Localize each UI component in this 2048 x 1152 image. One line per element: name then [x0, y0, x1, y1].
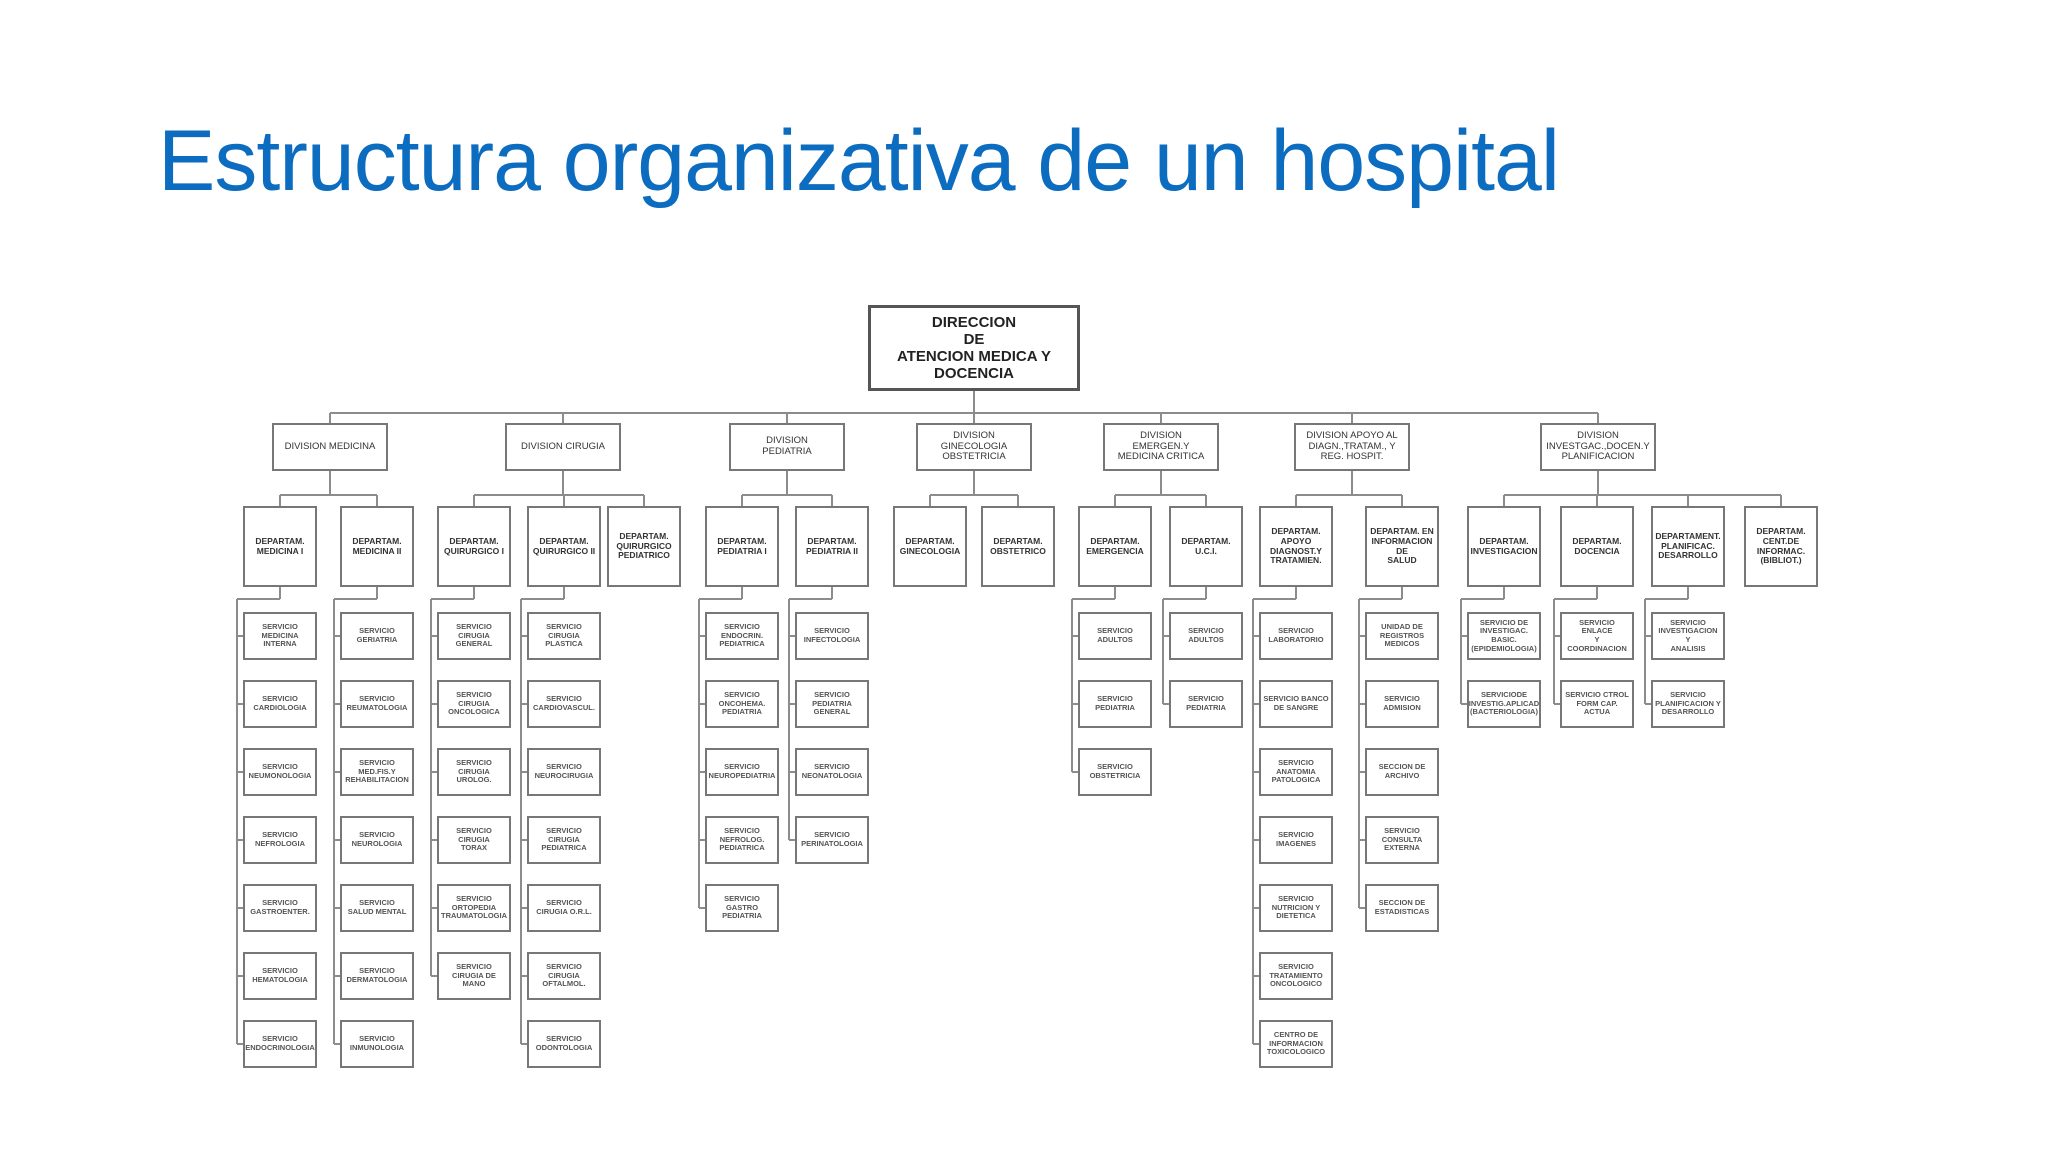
- service-box: SERVICIO MED.FIS.Y REHABILITACION: [340, 748, 414, 796]
- service-box: SERVICIO ORTOPEDIA TRAUMATOLOGIA: [437, 884, 511, 932]
- service-box: SERVICIO PERINATOLOGIA: [795, 816, 869, 864]
- service-box: SERVICIO CONSULTA EXTERNA: [1365, 816, 1439, 864]
- service-box: SERVICIO ADMISION: [1365, 680, 1439, 728]
- service-box: SERVICIO NEFROLOGIA: [243, 816, 317, 864]
- service-box: SERVICIO REUMATOLOGIA: [340, 680, 414, 728]
- service-box: SERVICIO GASTROENTER.: [243, 884, 317, 932]
- service-box: SERVICIO GASTRO PEDIATRIA: [705, 884, 779, 932]
- department-box: DEPARTAMENT. PLANIFICAC. DESARROLLO: [1651, 506, 1725, 587]
- department-box: DEPARTAM. QUIRURGICO PEDIATRICO: [607, 506, 681, 587]
- service-box: SERVICIO INVESTIGACION Y ANALISIS: [1651, 612, 1725, 660]
- service-box: CENTRO DE INFORMACION TOXICOLOGICO: [1259, 1020, 1333, 1068]
- department-box: DEPARTAM. PEDIATRIA II: [795, 506, 869, 587]
- service-box: SERVICIO NEONATOLOGIA: [795, 748, 869, 796]
- department-box: DEPARTAM. QUIRURGICO I: [437, 506, 511, 587]
- service-box: SERVICIO ENDOCRINOLOGIA: [243, 1020, 317, 1068]
- department-box: DEPARTAM. PEDIATRIA I: [705, 506, 779, 587]
- service-box: SERVICIO NEUROPEDIATRIA: [705, 748, 779, 796]
- service-box: SERVICIO CTROL FORM CAP. ACTUA: [1560, 680, 1634, 728]
- service-box: SERVICIO SALUD MENTAL: [340, 884, 414, 932]
- division-box: DIVISION EMERGEN.Y MEDICINA CRITICA: [1103, 423, 1219, 471]
- service-box: SERVICIO CIRUGIA O.R.L.: [527, 884, 601, 932]
- service-box: SERVICIODE INVESTIG.APLICAD (BACTERIOLOG…: [1467, 680, 1541, 728]
- department-box: DEPARTAM. MEDICINA II: [340, 506, 414, 587]
- service-box: SERVICIO GERIATRIA: [340, 612, 414, 660]
- slide-title: Estructura organizativa de un hospital: [158, 113, 1560, 209]
- service-box: SERVICIO LABORATORIO: [1259, 612, 1333, 660]
- department-box: DEPARTAM. EMERGENCIA: [1078, 506, 1152, 587]
- service-box: SERVICIO ONCOHEMA. PEDIATRIA: [705, 680, 779, 728]
- department-box: DEPARTAM. APOYO DIAGNOST.Y TRATAMIEN.: [1259, 506, 1333, 587]
- service-box: SERVICIO ENDOCRIN. PEDIATRICA: [705, 612, 779, 660]
- service-box: SERVICIO CIRUGIA UROLOG.: [437, 748, 511, 796]
- department-box: DEPARTAM. CENT.DE INFORMAC. (BIBLIOT.): [1744, 506, 1818, 587]
- service-box: SERVICIO NEUROCIRUGIA: [527, 748, 601, 796]
- service-box: SERVICIO OBSTETRICIA: [1078, 748, 1152, 796]
- department-box: DEPARTAM. MEDICINA I: [243, 506, 317, 587]
- department-box: DEPARTAM. EN INFORMACION DE SALUD: [1365, 506, 1439, 587]
- department-box: DEPARTAM. INVESTIGACION: [1467, 506, 1541, 587]
- service-box: SERVICIO INFECTOLOGIA: [795, 612, 869, 660]
- service-box: SERVICIO CIRUGIA OFTALMOL.: [527, 952, 601, 1000]
- service-box: SERVICIO HEMATOLOGIA: [243, 952, 317, 1000]
- service-box: SERVICIO PEDIATRIA GENERAL: [795, 680, 869, 728]
- division-box: DIVISION INVESTGAC.,DOCEN.Y PLANIFICACIO…: [1540, 423, 1656, 471]
- service-box: SERVICIO ADULTOS: [1078, 612, 1152, 660]
- service-box: SERVICIO CIRUGIA TORAX: [437, 816, 511, 864]
- service-box: SERVICIO ENLACE Y COORDINACION: [1560, 612, 1634, 660]
- service-box: SERVICIO ADULTOS: [1169, 612, 1243, 660]
- division-box: DIVISION APOYO AL DIAGN.,TRATAM., Y REG.…: [1294, 423, 1410, 471]
- service-box: SERVICIO MEDICINA INTERNA: [243, 612, 317, 660]
- service-box: SERVICIO BANCO DE SANGRE: [1259, 680, 1333, 728]
- service-box: SERVICIO TRATAMIENTO ONCOLOGICO: [1259, 952, 1333, 1000]
- service-box: SERVICIO CARDIOVASCUL.: [527, 680, 601, 728]
- service-box: SERVICIO ANATOMIA PATOLOGICA: [1259, 748, 1333, 796]
- service-box: SERVICIO PEDIATRIA: [1078, 680, 1152, 728]
- division-box: DIVISION MEDICINA: [272, 423, 388, 471]
- department-box: DEPARTAM. U.C.I.: [1169, 506, 1243, 587]
- service-box: SERVICIO CIRUGIA PEDIATRICA: [527, 816, 601, 864]
- service-box: SERVICIO IMAGENES: [1259, 816, 1333, 864]
- service-box: SERVICIO NEUMONOLOGIA: [243, 748, 317, 796]
- service-box: SERVICIO CIRUGIA ONCOLOGICA: [437, 680, 511, 728]
- service-box: SERVICIO ODONTOLOGIA: [527, 1020, 601, 1068]
- service-box: SERVICIO NUTRICION Y DIETETICA: [1259, 884, 1333, 932]
- division-box: DIVISION GINECOLOGIA OBSTETRICIA: [916, 423, 1032, 471]
- service-box: SERVICIO PLANIFICACION Y DESARROLLO: [1651, 680, 1725, 728]
- service-box: SERVICIO CARDIOLOGIA: [243, 680, 317, 728]
- division-box: DIVISION PEDIATRIA: [729, 423, 845, 471]
- department-box: DEPARTAM. OBSTETRICO: [981, 506, 1055, 587]
- service-box: SERVICIO CIRUGIA GENERAL: [437, 612, 511, 660]
- service-box: SERVICIO NEUROLOGIA: [340, 816, 414, 864]
- service-box: SERVICIO NEFROLOG. PEDIATRICA: [705, 816, 779, 864]
- service-box: SERVICIO CIRUGIA PLASTICA: [527, 612, 601, 660]
- department-box: DEPARTAM. DOCENCIA: [1560, 506, 1634, 587]
- service-box: SECCION DE ESTADISTICAS: [1365, 884, 1439, 932]
- service-box: SECCION DE ARCHIVO: [1365, 748, 1439, 796]
- service-box: SERVICIO DERMATOLOGIA: [340, 952, 414, 1000]
- department-box: DEPARTAM. GINECOLOGIA: [893, 506, 967, 587]
- service-box: SERVICIO CIRUGIA DE MANO: [437, 952, 511, 1000]
- department-box: DEPARTAM. QUIRURGICO II: [527, 506, 601, 587]
- service-box: SERVICIO INMUNOLOGIA: [340, 1020, 414, 1068]
- org-root-box: DIRECCION DE ATENCION MEDICA Y DOCENCIA: [868, 305, 1080, 391]
- division-box: DIVISION CIRUGIA: [505, 423, 621, 471]
- service-box: SERVICIO PEDIATRIA: [1169, 680, 1243, 728]
- service-box: UNIDAD DE REGISTROS MEDICOS: [1365, 612, 1439, 660]
- service-box: SERVICIO DE INVESTIGAC. BASIC. (EPIDEMIO…: [1467, 612, 1541, 660]
